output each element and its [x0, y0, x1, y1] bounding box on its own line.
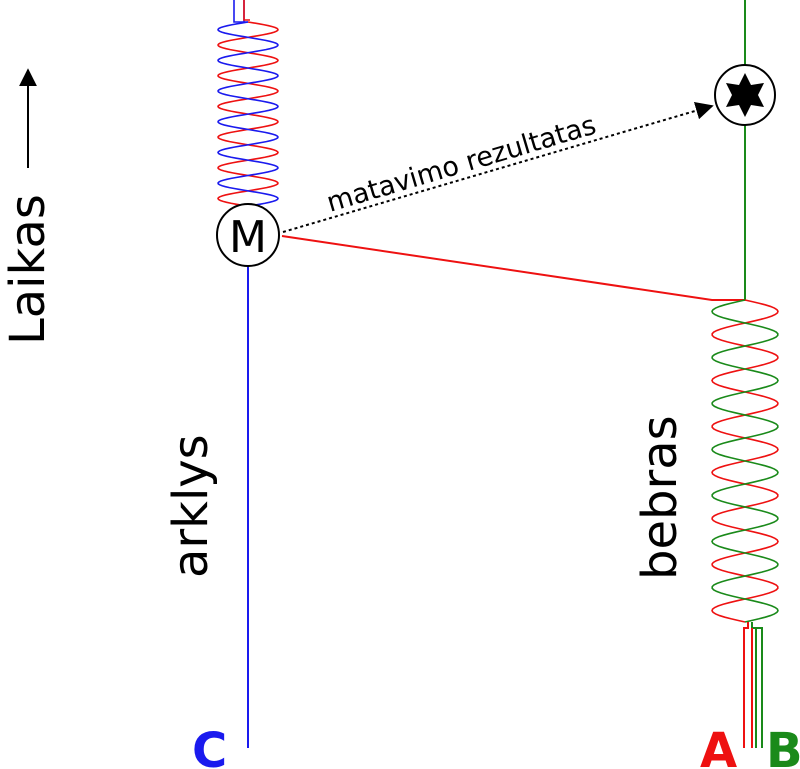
right-green-wave: [711, 299, 779, 623]
red-connection-line: [281, 235, 746, 301]
left-blue-wave: [217, 21, 279, 207]
left-top-stubs: [233, 0, 248, 23]
right-entangled-wave: [711, 299, 779, 623]
star-icon: [726, 73, 764, 117]
measurement-result-arrow: [282, 101, 714, 233]
endpoint-b-label: B: [766, 723, 800, 769]
endpoint-c-label: C: [192, 723, 227, 769]
right-particle-label: bebras: [632, 415, 688, 580]
measurement-result-label: matavimo rezultatas: [323, 110, 599, 219]
left-entangled-wave: [217, 0, 279, 207]
worldline-a-lower: [743, 622, 749, 748]
left-particle-label: arklys: [163, 434, 219, 578]
measurement-node: M: [216, 203, 280, 267]
measurement-symbol: M: [229, 212, 267, 263]
endpoint-a-label: A: [700, 723, 737, 769]
time-axis-label: Laikas: [0, 194, 56, 345]
star-node: [714, 64, 776, 126]
